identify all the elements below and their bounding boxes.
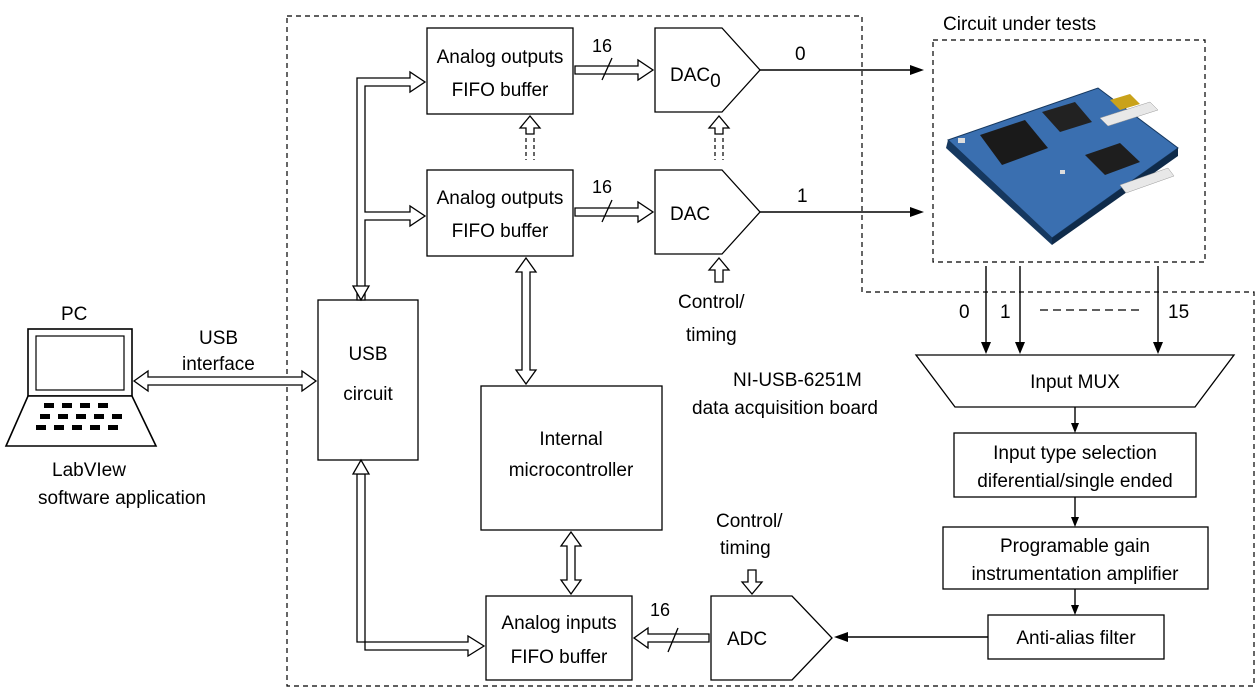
anti-alias-block — [987, 614, 1165, 660]
laptop-icon — [4, 328, 158, 447]
wire-in15-arrow — [1153, 342, 1163, 354]
wire-filter-to-adc-arrow — [834, 632, 848, 642]
ao-fifo-1-line1: Analog outputs — [437, 188, 564, 209]
channel-out1: 1 — [797, 186, 808, 207]
dac0-block — [654, 27, 761, 113]
usb-interface-line2: interface — [182, 354, 255, 375]
wire-in1-arrow — [1015, 342, 1025, 354]
input-mux-label: Input MUX — [1030, 372, 1120, 393]
bus-arrow-into-usb-top — [351, 285, 371, 302]
adc-block — [710, 595, 833, 681]
pga-line1: Programable gain — [1000, 536, 1150, 557]
bus-fifo1-to-dac1 — [574, 199, 655, 224]
ctrl-top-line2: timing — [686, 325, 737, 346]
labview-line2: software application — [38, 488, 206, 509]
ao-fifo-1-line2: FIFO buffer — [452, 221, 549, 242]
bus-usb-to-ai-fifo — [356, 473, 486, 658]
dashed-bus-fifo0 — [518, 114, 542, 160]
bus-adc-to-ai-fifo — [632, 626, 710, 653]
channel-in0: 0 — [959, 302, 970, 323]
channel-out0: 0 — [795, 44, 806, 65]
input-type-line1: Input type selection — [993, 443, 1157, 464]
bus-mcu-to-ai-fifo — [559, 530, 583, 596]
ao-fifo-0-line1: Analog outputs — [437, 47, 564, 68]
bus-width-adc: 16 — [650, 600, 670, 620]
adc-label: ADC — [727, 629, 767, 650]
board-name-line2: data acquisition board — [692, 398, 878, 419]
usb-circuit-line1: USB — [348, 344, 387, 365]
daq-board-boundary — [286, 15, 1255, 687]
pga-block — [942, 526, 1209, 590]
wire-pga-to-filter-arrow — [1071, 605, 1079, 615]
wire-type-to-pga-arrow — [1071, 517, 1079, 527]
board-name-line1: NI-USB-6251M — [733, 370, 862, 391]
dac1-label: DAC — [670, 204, 710, 225]
usb-interface-line1: USB — [199, 328, 238, 349]
ctrl-top-line1: Control/ — [678, 292, 745, 313]
bus-arrow-into-usb-bottom — [351, 458, 371, 475]
ctrl-bot-line2: timing — [720, 538, 771, 559]
labview-line1: LabVIew — [52, 460, 126, 481]
ai-fifo-line2: FIFO buffer — [511, 647, 608, 668]
bus-pc-to-usb — [132, 369, 318, 393]
wire-dac0-arrow — [910, 65, 924, 75]
ao-fifo-1-block — [426, 169, 574, 257]
ctrl-bot-line1: Control/ — [716, 511, 783, 532]
anti-alias-label: Anti-alias filter — [1016, 628, 1136, 649]
circuit-under-tests-boundary — [932, 39, 1206, 263]
wire-mux-to-type-arrow — [1071, 423, 1079, 433]
ai-fifo-line1: Analog inputs — [501, 613, 616, 634]
dashed-bus-dac0 — [707, 114, 731, 160]
bus-width-dac1: 16 — [592, 177, 612, 197]
microcontroller-line1: Internal — [539, 429, 602, 450]
circuit-under-tests-label: Circuit under tests — [943, 14, 1096, 35]
ctrl-arrow-adc — [740, 569, 764, 596]
microcontroller-block — [480, 385, 663, 531]
pga-line2: instrumentation amplifier — [972, 564, 1180, 585]
pc-label: PC — [61, 304, 87, 325]
microcontroller-line2: microcontroller — [509, 460, 634, 481]
bus-fifo1-to-mcu — [514, 256, 538, 386]
bus-width-dac0: 16 — [592, 36, 612, 56]
dac0-label: DAC0 — [670, 65, 721, 92]
wire-in0-arrow — [981, 342, 991, 354]
input-mux-block — [914, 354, 1236, 408]
usb-circuit-line2: circuit — [343, 384, 393, 405]
ao-fifo-0-line2: FIFO buffer — [452, 80, 549, 101]
ao-fifo-0-block — [426, 27, 574, 115]
usb-circuit-block — [317, 299, 419, 461]
ai-fifo-block — [485, 595, 633, 681]
channel-in15: 15 — [1168, 302, 1189, 323]
input-type-line2: diferential/single ended — [977, 471, 1172, 492]
circuit-board-image — [946, 87, 1179, 245]
bus-usb-to-fifo0 — [356, 70, 427, 301]
bus-fifo0-to-dac0 — [574, 57, 655, 82]
channel-in1: 1 — [1000, 302, 1011, 323]
ctrl-arrow-dac1 — [707, 256, 731, 283]
dac1-block — [654, 169, 761, 255]
wire-dac1-arrow — [910, 207, 924, 217]
